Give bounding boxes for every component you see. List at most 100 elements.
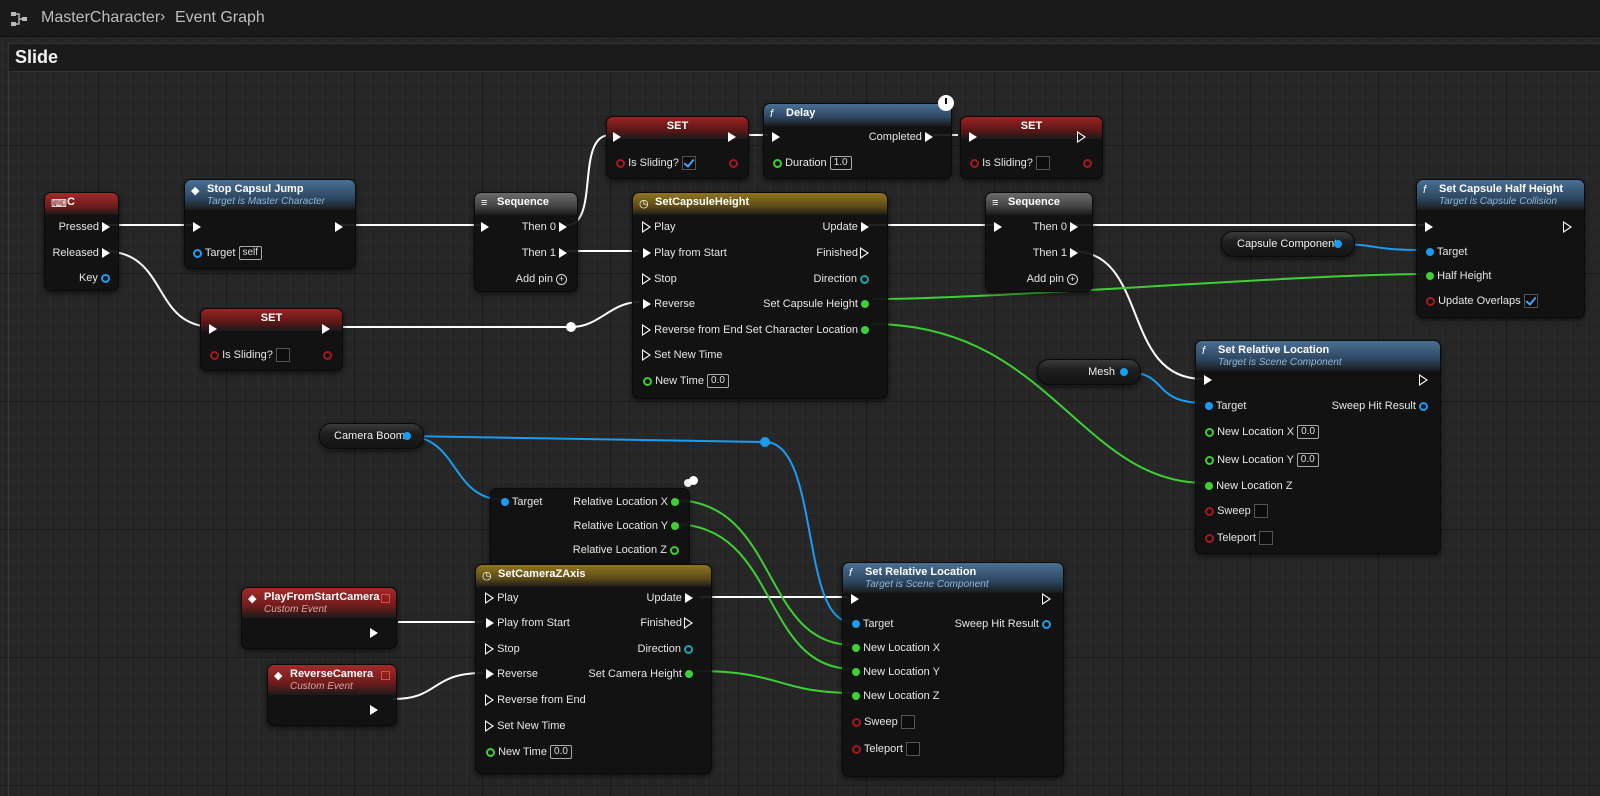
capsule-height-timeline-node[interactable]: ◷SetCapsuleHeight Play Play from Start S… [632, 192, 888, 399]
set-is-sliding-node[interactable]: SET Is Sliding? [200, 308, 343, 371]
pin-is-sliding[interactable]: Is Sliding? [616, 156, 696, 171]
pin-then-0[interactable]: Then 0 [522, 220, 567, 234]
pin-new-location-z[interactable]: New Location Z [852, 689, 940, 703]
pin-is-sliding[interactable]: Is Sliding? [210, 348, 290, 363]
pin-set-character-location[interactable]: Set Character Location [745, 323, 869, 337]
graph-canvas[interactable]: Slide [0, 37, 1600, 796]
pin-exec-out[interactable] [370, 703, 378, 717]
camera-boom-variable[interactable]: Camera Boom [319, 423, 424, 449]
pin-exec-in[interactable] [1204, 373, 1212, 387]
delegate-pin[interactable] [381, 594, 390, 603]
pin-exec-in[interactable] [613, 130, 621, 144]
set-is-sliding-node[interactable]: SET Is Sliding? [606, 116, 749, 179]
breadcrumb-graph[interactable]: Event Graph [175, 9, 265, 26]
pin-exec-in[interactable] [851, 592, 859, 606]
pin-reverse-from-end[interactable]: Reverse from End [642, 323, 743, 337]
pin-exec-out[interactable] [1042, 592, 1051, 606]
pin-exec-out[interactable] [1563, 220, 1572, 234]
pin-reverse[interactable]: Reverse [486, 667, 538, 681]
sequence-node[interactable]: ≡Sequence Then 0 Then 1 Add pin + [985, 192, 1093, 292]
pin-is-sliding[interactable]: Is Sliding? [970, 156, 1050, 171]
pin-play[interactable]: Play [485, 591, 518, 605]
pin-exec-in[interactable] [1425, 220, 1433, 234]
pin-target[interactable]: Target [852, 617, 893, 631]
pin-new-time[interactable]: New Time 0.0 [643, 374, 729, 389]
pin-sweep[interactable]: Sweep [1205, 504, 1268, 519]
pin-then-1[interactable]: Then 1 [522, 246, 567, 260]
breadcrumb-blueprint[interactable]: MasterCharacter [41, 9, 161, 26]
mesh-variable[interactable]: Mesh [1037, 359, 1141, 385]
pin-play[interactable]: Play [642, 220, 675, 234]
pin-duration[interactable]: Duration 1.0 [773, 156, 852, 171]
break-relative-location-node[interactable]: Target Relative Location X Relative Loca… [490, 488, 690, 572]
pin-finished[interactable]: Finished [816, 246, 869, 260]
camera-z-axis-timeline-node[interactable]: ◷SetCameraZAxis Play Play from Start Sto… [475, 564, 712, 774]
pin-target[interactable]: Target self [193, 246, 263, 261]
pin-new-time[interactable]: New Time 0.0 [486, 745, 572, 760]
pin-exec-out[interactable] [1419, 373, 1428, 387]
pin-is-sliding-out[interactable] [323, 348, 332, 362]
pin-exec-out[interactable] [728, 130, 736, 144]
capsule-component-variable[interactable]: Capsule Component [1221, 231, 1355, 257]
pin-finished[interactable]: Finished [640, 616, 693, 630]
pin-exec-out[interactable] [335, 220, 343, 234]
pin-set-new-time[interactable]: Set New Time [485, 719, 566, 733]
pin-relative-location-x[interactable]: Relative Location X [573, 495, 679, 509]
pin-exec-in[interactable] [193, 220, 201, 234]
pin-then-0[interactable]: Then 0 [1033, 220, 1078, 234]
pin-direction[interactable]: Direction [814, 272, 869, 286]
pin-sweep-hit-result[interactable]: Sweep Hit Result [1332, 399, 1428, 413]
pin-target[interactable]: Target [1426, 245, 1467, 259]
pin-update[interactable]: Update [822, 220, 869, 234]
pin-new-location-x[interactable]: New Location X 0.0 [1205, 425, 1320, 440]
pin-exec-out[interactable] [1077, 130, 1086, 144]
pin-completed[interactable]: Completed [869, 130, 933, 144]
pin-sweep[interactable]: Sweep [852, 715, 915, 730]
pin-then-1[interactable]: Then 1 [1033, 246, 1078, 260]
pin-set-camera-height[interactable]: Set Camera Height [588, 667, 693, 681]
pin-exec-in[interactable] [481, 220, 489, 234]
pin-direction[interactable]: Direction [638, 642, 693, 656]
pin-new-location-x[interactable]: New Location X [852, 641, 940, 655]
pin-update[interactable]: Update [646, 591, 693, 605]
pin-play-from-start[interactable]: Play from Start [486, 616, 570, 630]
set-is-sliding-node[interactable]: SET Is Sliding? [960, 116, 1103, 179]
pin-reverse-from-end[interactable]: Reverse from End [485, 693, 586, 707]
pin-teleport[interactable]: Teleport [1205, 531, 1274, 546]
pin-out[interactable] [403, 432, 411, 440]
pin-target[interactable]: Target [501, 495, 542, 509]
pin-relative-location-z[interactable]: Relative Location Z [573, 543, 679, 557]
pin-stop[interactable]: Stop [485, 642, 520, 656]
pin-set-capsule-height[interactable]: Set Capsule Height [763, 297, 869, 311]
add-pin-button[interactable]: Add pin + [516, 272, 567, 286]
pin-exec-in[interactable] [772, 130, 780, 144]
pin-half-height[interactable]: Half Height [1426, 269, 1491, 283]
pin-is-sliding-out[interactable] [729, 156, 738, 170]
pin-exec-in[interactable] [994, 220, 1002, 234]
pin-teleport[interactable]: Teleport [852, 742, 921, 757]
pin-is-sliding-out[interactable] [1083, 156, 1092, 170]
pin-out[interactable] [1334, 240, 1342, 248]
pin-target[interactable]: Target [1205, 399, 1246, 413]
pin-play-from-start[interactable]: Play from Start [643, 246, 727, 260]
pin-reverse[interactable]: Reverse [643, 297, 695, 311]
add-pin-button[interactable]: Add pin + [1027, 272, 1078, 286]
pin-stop[interactable]: Stop [642, 272, 677, 286]
pin-exec-in[interactable] [209, 322, 217, 336]
sequence-node[interactable]: ≡Sequence Then 0 Then 1 Add pin + [474, 192, 578, 292]
delegate-pin[interactable] [381, 671, 390, 680]
pin-exec-out[interactable] [322, 322, 330, 336]
key-c-event-node[interactable]: ⌨C Pressed Released Key [44, 192, 119, 291]
pin-relative-location-y[interactable]: Relative Location Y [574, 519, 679, 533]
pin-new-location-y[interactable]: New Location Y 0.0 [1205, 453, 1319, 468]
pin-update-overlaps[interactable]: Update Overlaps [1426, 294, 1538, 309]
pin-sweep-hit-result[interactable]: Sweep Hit Result [955, 617, 1051, 631]
pin-set-new-time[interactable]: Set New Time [642, 348, 723, 362]
